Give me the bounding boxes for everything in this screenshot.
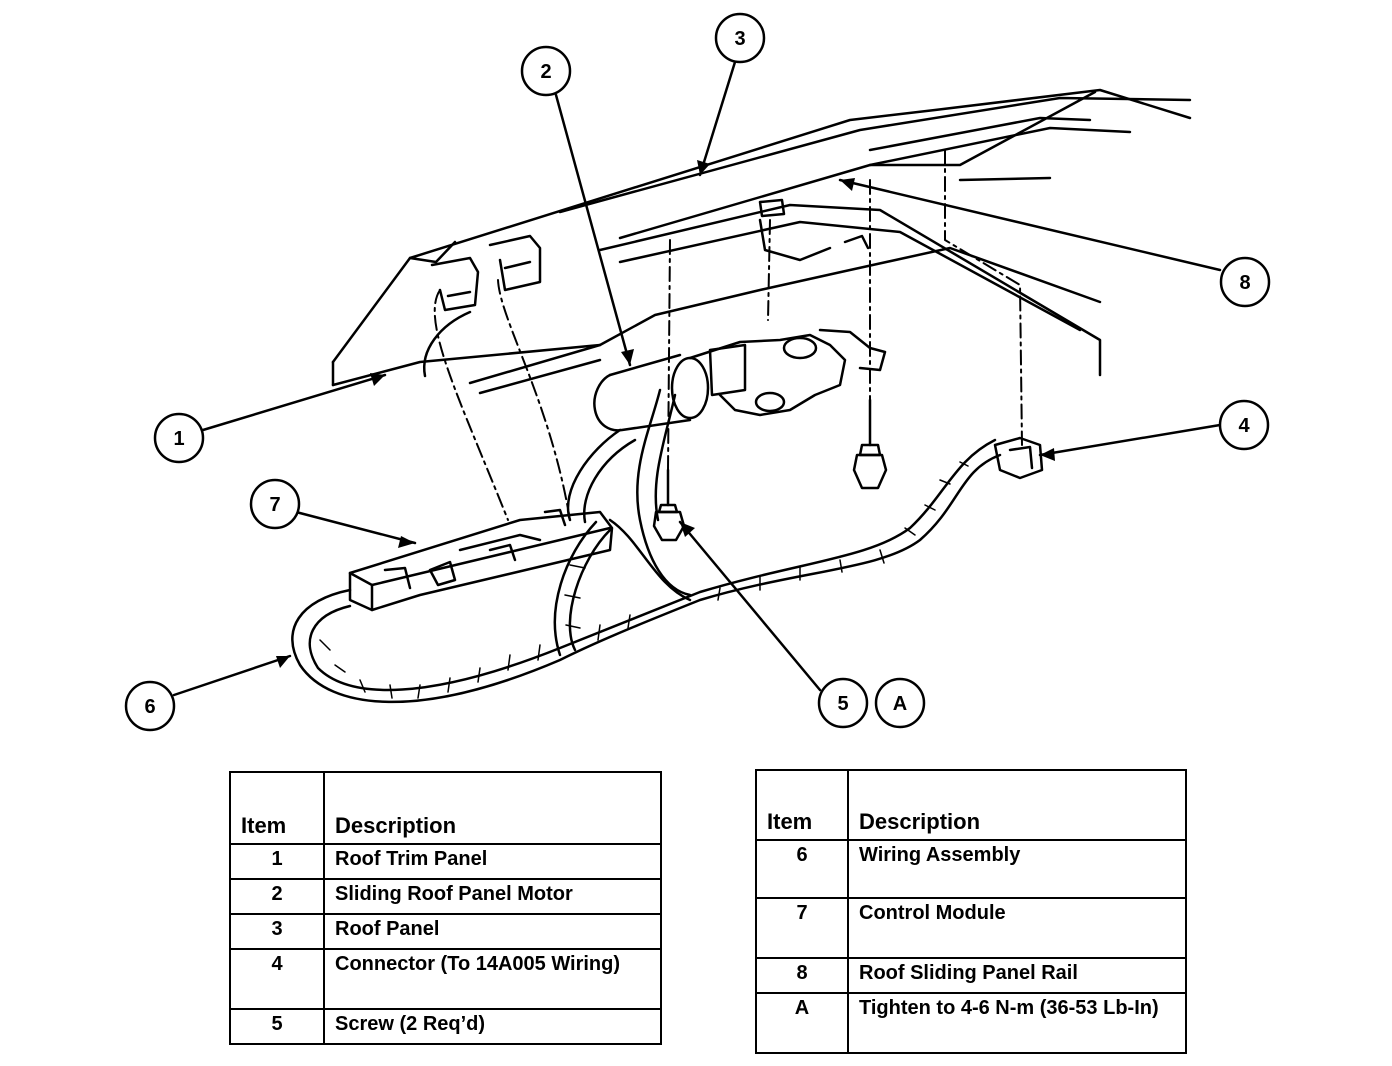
header-item: Item [755,769,849,841]
callout-3: 3 [714,12,766,64]
item-description: Connector (To 14A005 Wiring) [323,948,662,1010]
svg-text:6: 6 [144,696,155,718]
item-description: Control Module [847,897,1187,959]
callout-1: 1 [153,412,205,464]
item-description: Tighten to 4-6 N-m (36-53 Lb-In) [847,992,1187,1054]
callout-4: 4 [1218,399,1270,451]
svg-text:2: 2 [540,61,551,83]
svg-text:3: 3 [734,28,745,50]
item-number: A [755,992,849,1054]
legend-table-left: Item Description 1 Roof Trim Panel 2 Sli… [229,771,662,1045]
table-row: 1 Roof Trim Panel [229,843,662,880]
table-row: 5 Screw (2 Req’d) [229,1008,662,1045]
item-description: Wiring Assembly [847,839,1187,899]
svg-text:7: 7 [269,494,280,516]
callout-8: 8 [1219,256,1271,308]
svg-text:8: 8 [1239,272,1250,294]
item-number: 5 [229,1008,325,1045]
alignment-lines [433,149,1023,521]
item-number: 3 [229,913,325,950]
table-row: 3 Roof Panel [229,913,662,950]
legend-table-right: Item Description 6 Wiring Assembly 7 Con… [755,769,1187,1054]
item-number: 4 [229,948,325,1010]
panel-brackets [430,234,542,312]
table-row: 7 Control Module [755,897,1187,959]
callout-5: 5 [817,677,869,729]
item-description: Screw (2 Req’d) [323,1008,662,1045]
item-description: Roof Sliding Panel Rail [847,957,1187,994]
header-description: Description [323,771,662,845]
callout-a: A [874,677,926,729]
roof-trim-panel [331,88,1192,387]
callout-7: 7 [249,478,301,530]
roof-panel [558,90,1192,240]
table-row: A Tighten to 4-6 N-m (36-53 Lb-In) [755,992,1187,1054]
arrowheads [276,160,1055,668]
connector [993,436,1044,480]
callout-6: 6 [124,680,176,732]
svg-text:A: A [893,693,907,715]
svg-text:1: 1 [173,428,184,450]
item-number: 6 [755,839,849,899]
table-row: 4 Connector (To 14A005 Wiring) [229,948,662,1010]
control-module [348,508,614,612]
item-number: 2 [229,878,325,915]
svg-text:4: 4 [1238,415,1250,437]
screws [652,398,888,542]
item-description: Sliding Roof Panel Motor [323,878,662,915]
item-number: 7 [755,897,849,959]
leader-lines [172,60,1222,697]
svg-text:5: 5 [837,693,848,715]
header-item: Item [229,771,325,845]
item-description: Roof Trim Panel [323,843,662,880]
item-number: 8 [755,957,849,994]
item-description: Roof Panel [323,913,662,950]
roof-panel-exploded-diagram: 1 2 3 4 5 A 6 7 8 [124,12,1271,732]
table-row: 6 Wiring Assembly [755,839,1187,899]
wiring-assembly [291,388,1002,704]
table-row: 2 Sliding Roof Panel Motor [229,878,662,915]
roof-sliding-panel-rail [468,203,1102,395]
callout-2: 2 [520,45,572,97]
item-number: 1 [229,843,325,880]
rail-fastener [758,198,786,218]
header-description: Description [847,769,1187,841]
sliding-roof-panel-motor [593,328,887,432]
table-row: 8 Roof Sliding Panel Rail [755,957,1187,994]
